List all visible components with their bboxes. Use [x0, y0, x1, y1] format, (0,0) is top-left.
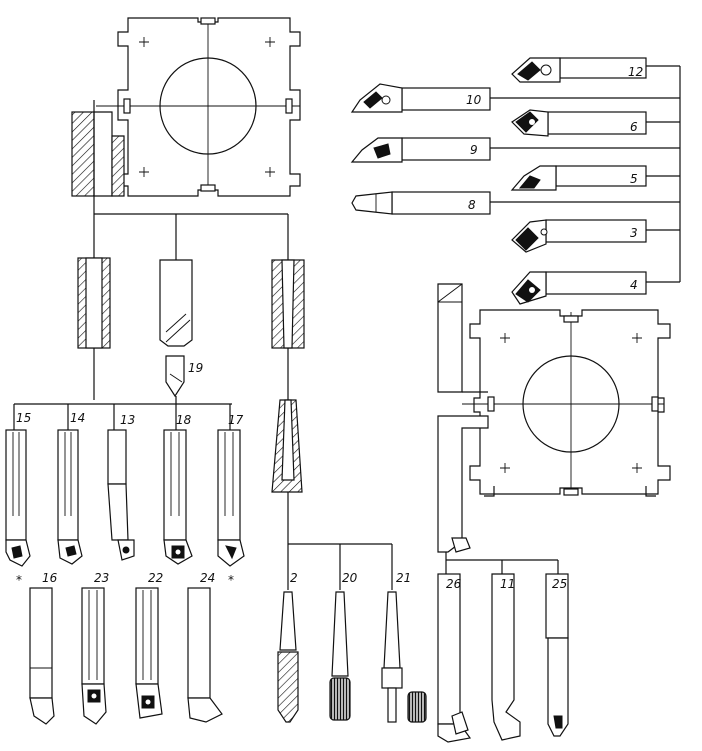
- boring-bar-13: [107, 429, 135, 561]
- boring-bar-18: [163, 429, 193, 565]
- label-11: 11: [500, 577, 515, 591]
- boring-bar-17: [217, 429, 245, 567]
- boring-bar-15: [5, 429, 31, 567]
- tap-2: [277, 591, 299, 723]
- label-14: 14: [70, 411, 85, 425]
- turret-head-right: [462, 309, 671, 497]
- label-23: 23: [94, 571, 109, 585]
- boring-bar-14: [57, 429, 83, 565]
- label-4: 4: [630, 278, 638, 292]
- label-10: 10: [466, 93, 482, 107]
- star-left: *: [16, 573, 22, 587]
- label-24: 24: [200, 571, 215, 585]
- tap-21: [381, 591, 427, 723]
- label-15: 15: [16, 411, 31, 425]
- grooving-holder: [437, 415, 489, 560]
- turning-tool-5: [510, 165, 647, 191]
- turning-tool-8: [351, 191, 491, 215]
- turning-tool-4: [511, 271, 647, 305]
- star-right: *: [228, 573, 234, 587]
- label-22: 22: [148, 571, 163, 585]
- label-2: 2: [290, 571, 298, 585]
- label-17: 17: [228, 413, 244, 427]
- label-16: 16: [42, 571, 58, 585]
- drill-holder: [159, 259, 193, 398]
- label-18: 18: [176, 413, 192, 427]
- turning-tool-9: [350, 137, 491, 163]
- turning-tool-3: [511, 219, 647, 253]
- turning-tool-6: [511, 109, 647, 137]
- label-9: 9: [470, 143, 478, 157]
- label-20: 20: [342, 571, 358, 585]
- bar-25: [545, 573, 569, 737]
- label-5: 5: [630, 172, 638, 186]
- bar-11: [491, 573, 521, 741]
- turning-tool-12: [511, 57, 647, 83]
- label-25: 25: [552, 577, 567, 591]
- label-8: 8: [468, 198, 476, 212]
- label-13: 13: [120, 413, 135, 427]
- label-26: 26: [446, 577, 462, 591]
- label-12: 12: [628, 65, 643, 79]
- label-21: 21: [396, 571, 411, 585]
- boring-bar-24: [187, 587, 223, 723]
- sleeve-right: [271, 259, 305, 349]
- turret-head-top: [96, 17, 301, 197]
- sleeve-left: [77, 257, 111, 349]
- taper-holder: [271, 399, 393, 590]
- boring-bar-16: [29, 587, 55, 725]
- tool-holder-block: [71, 100, 289, 400]
- turning-tool-10: [350, 83, 491, 113]
- label-6: 6: [630, 120, 638, 134]
- facing-holder: [437, 283, 488, 393]
- label-19: 19: [188, 361, 203, 375]
- bar-26: [437, 573, 472, 743]
- label-3: 3: [630, 226, 638, 240]
- tap-20: [329, 591, 351, 721]
- boring-bar-22: [135, 587, 163, 719]
- boring-bar-23: [81, 587, 107, 725]
